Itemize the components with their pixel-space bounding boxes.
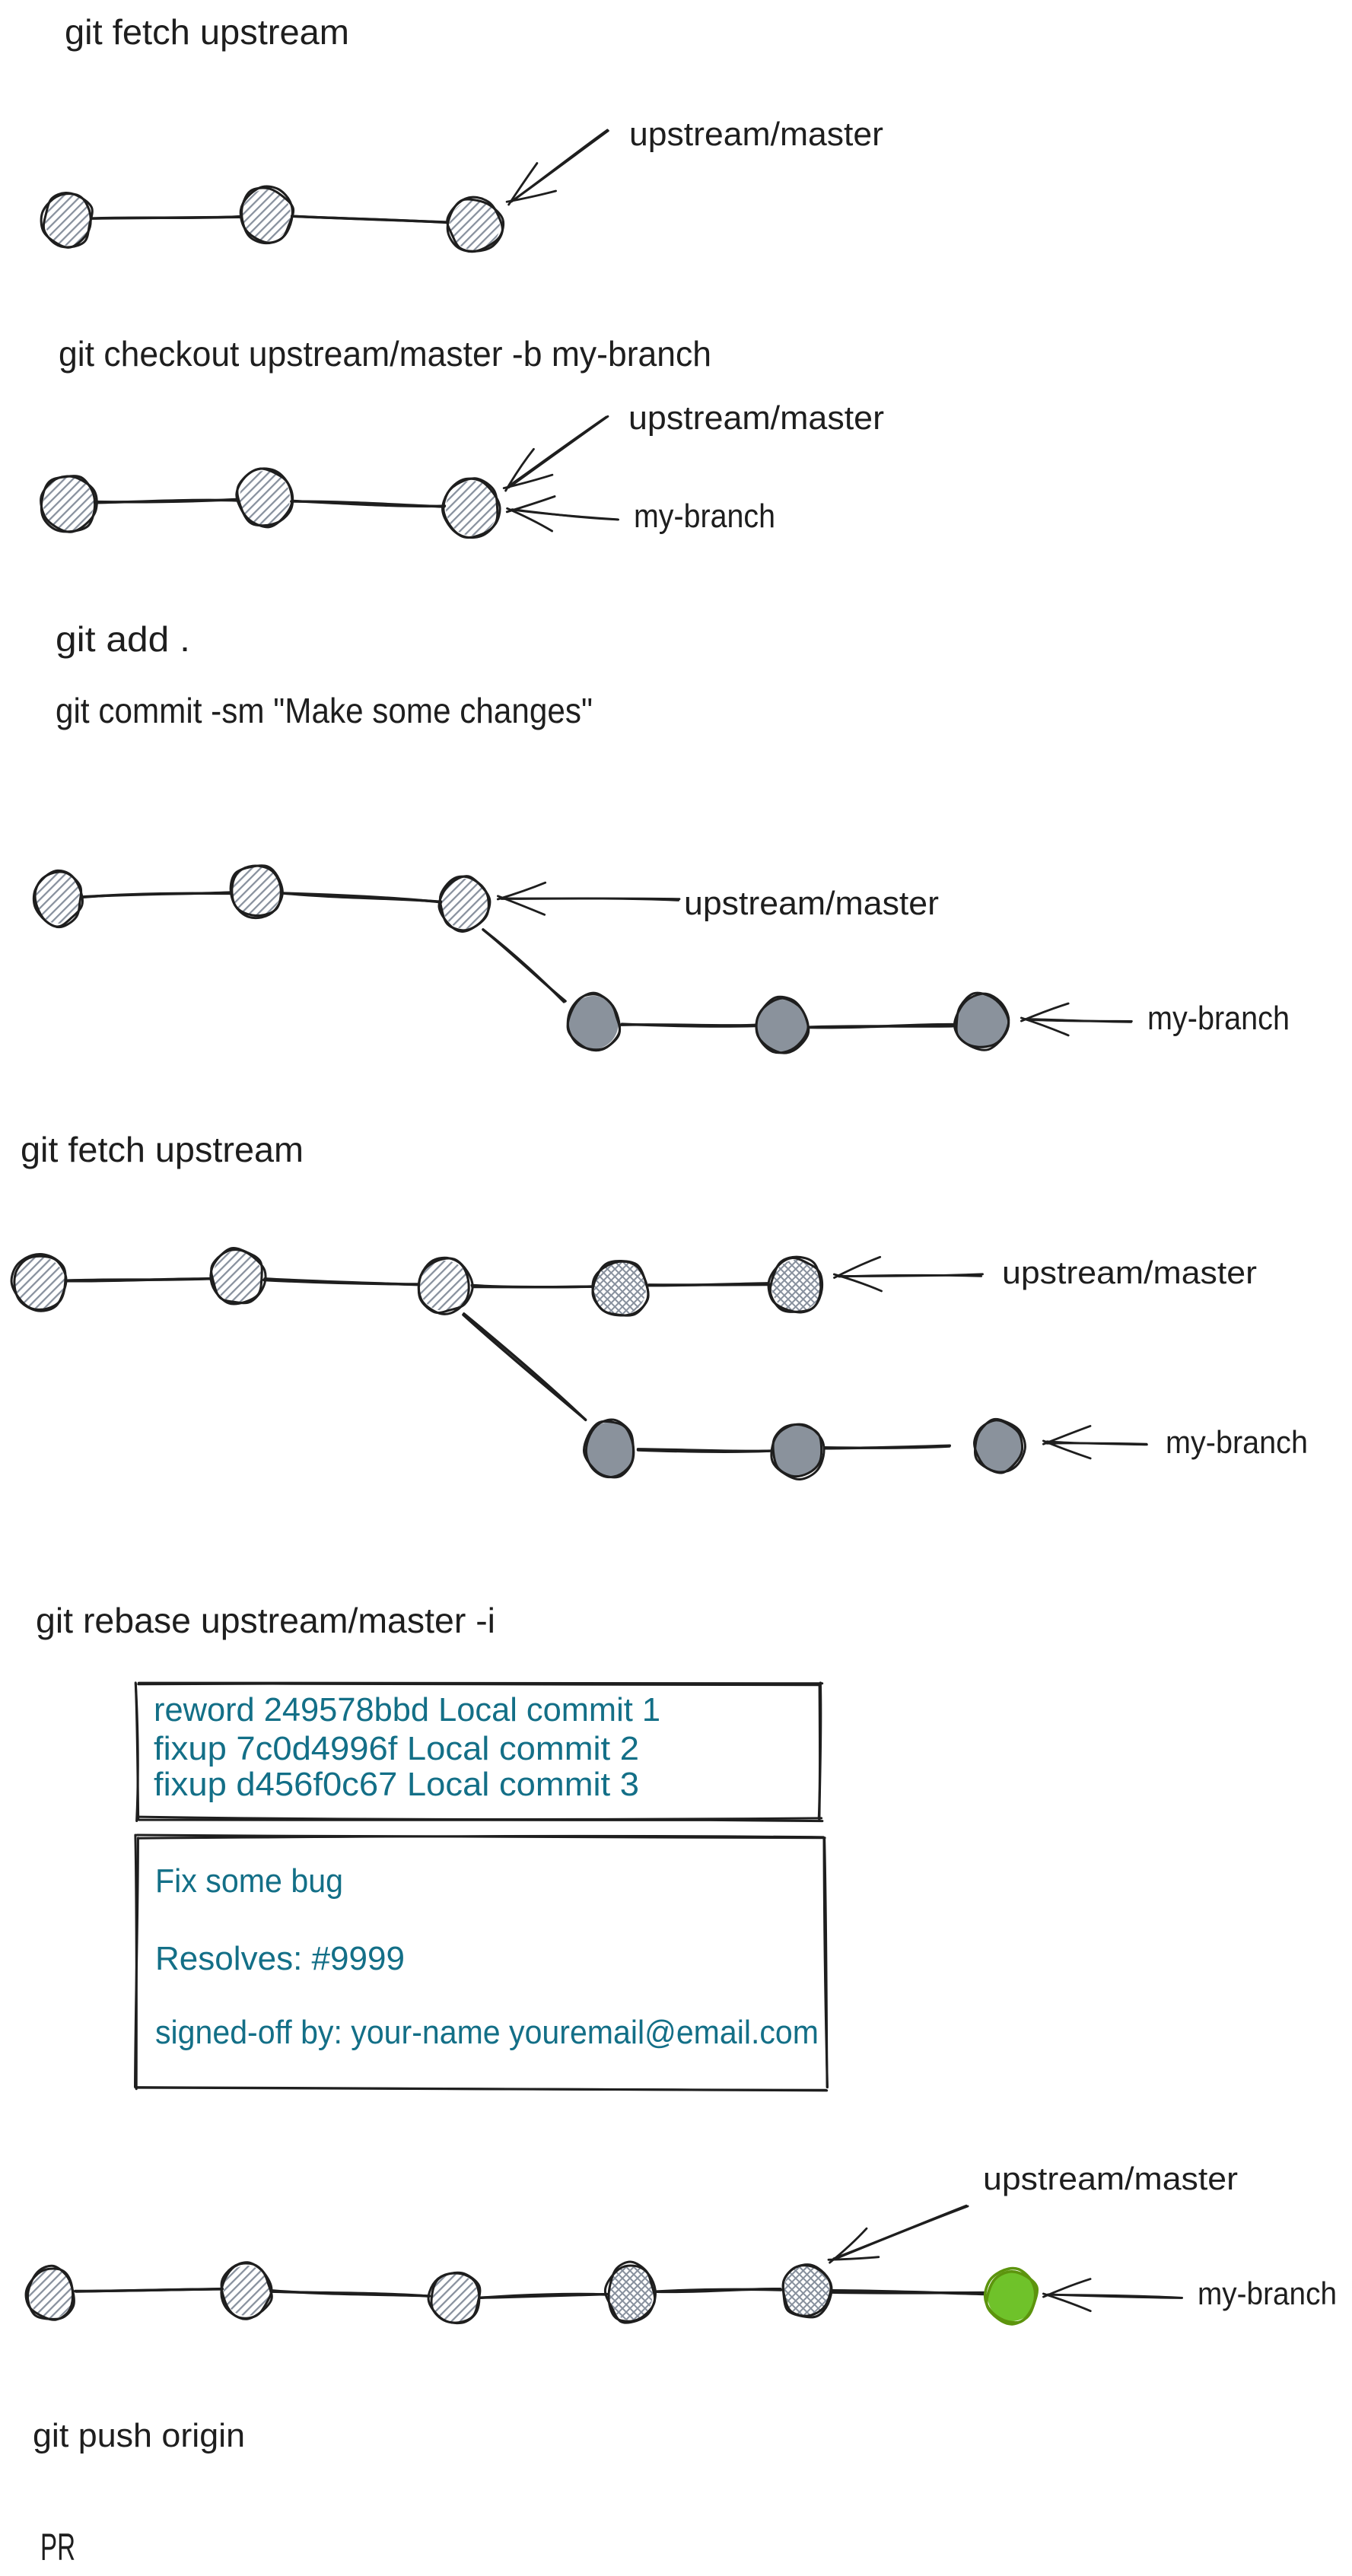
svg-text:reword 249578bbd Local commit: reword 249578bbd Local commit 1 bbox=[154, 1691, 660, 1728]
svg-text:Fix some bug: Fix some bug bbox=[155, 1862, 343, 1900]
svg-text:PR: PR bbox=[40, 2526, 75, 2568]
svg-text:upstream/master: upstream/master bbox=[628, 399, 884, 437]
svg-text:my-branch: my-branch bbox=[1147, 1000, 1290, 1037]
svg-text:upstream/master: upstream/master bbox=[684, 885, 939, 922]
svg-text:my-branch: my-branch bbox=[1166, 1424, 1308, 1460]
svg-text:fixup d456f0c67 Local commit 3: fixup d456f0c67 Local commit 3 bbox=[154, 1766, 639, 1803]
svg-text:git checkout upstream/master -: git checkout upstream/master -b my-branc… bbox=[59, 334, 711, 374]
svg-text:signed-off by: your-name youre: signed-off by: your-name youremail@email… bbox=[155, 2014, 819, 2051]
svg-text:upstream/master: upstream/master bbox=[629, 116, 883, 153]
svg-text:my-branch: my-branch bbox=[634, 498, 775, 535]
svg-text:git add .: git add . bbox=[56, 619, 190, 659]
svg-text:git fetch upstream: git fetch upstream bbox=[21, 1130, 304, 1169]
svg-text:git push origin: git push origin bbox=[33, 2417, 245, 2454]
svg-text:my-branch: my-branch bbox=[1198, 2275, 1337, 2311]
svg-text:upstream/master: upstream/master bbox=[983, 2161, 1238, 2196]
svg-text:Resolves: #9999: Resolves: #9999 bbox=[155, 1940, 405, 1977]
svg-text:git commit -sm "Make some chan: git commit -sm "Make some changes" bbox=[56, 691, 593, 730]
svg-text:git fetch upstream: git fetch upstream bbox=[65, 12, 349, 52]
svg-text:fixup 7c0d4996f Local commit 2: fixup 7c0d4996f Local commit 2 bbox=[154, 1730, 639, 1767]
svg-text:git rebase upstream/master -i: git rebase upstream/master -i bbox=[36, 1601, 495, 1640]
svg-text:upstream/master: upstream/master bbox=[1002, 1255, 1257, 1290]
